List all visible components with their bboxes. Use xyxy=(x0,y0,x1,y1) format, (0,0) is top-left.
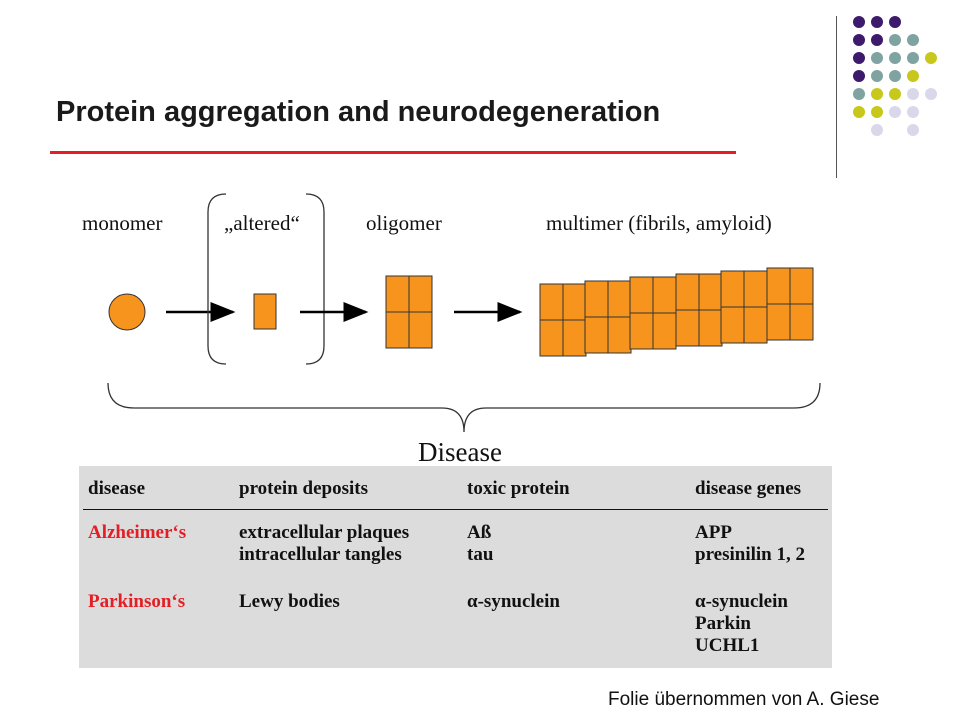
table-cell-disease-parkinsons: Parkinson‘s xyxy=(88,591,186,612)
stage-label-monomer: monomer xyxy=(82,211,163,235)
multimer-block xyxy=(584,316,609,354)
disease-label: Disease xyxy=(418,437,502,467)
multimer-block xyxy=(562,319,587,357)
multimer-block xyxy=(698,273,723,311)
multimer-block xyxy=(607,280,632,318)
table-cell-deposit: extracellular plaques xyxy=(239,522,410,543)
decorative-dot xyxy=(907,124,919,136)
table-cell-gene: APP xyxy=(695,522,732,543)
table-cell-deposit: intracellular tangles xyxy=(239,544,402,565)
decorative-dot xyxy=(853,52,865,64)
table-cell-deposit: Lewy bodies xyxy=(239,591,340,612)
multimer-block xyxy=(789,267,814,305)
decorative-dot xyxy=(889,52,901,64)
monomer-shape xyxy=(108,293,146,331)
multimer-block xyxy=(562,283,587,321)
decorative-dot xyxy=(907,88,919,100)
decorative-dot xyxy=(871,106,883,118)
decorative-dot xyxy=(853,70,865,82)
stage-label-altered: „altered“ xyxy=(224,211,300,235)
decorative-dot xyxy=(889,106,901,118)
altered-bracket-right xyxy=(305,193,325,365)
multimer-block xyxy=(766,267,791,305)
disease-brace xyxy=(107,382,821,433)
multimer-block xyxy=(766,303,791,341)
multimer-block xyxy=(675,273,700,311)
decorative-dot xyxy=(925,88,937,100)
multimer-block xyxy=(607,316,632,354)
table-cell-gene: presinilin 1, 2 xyxy=(695,544,805,565)
decorative-dot xyxy=(907,34,919,46)
table-cell-gene: α-synuclein xyxy=(695,591,788,612)
title-underline xyxy=(50,151,736,154)
decorative-dot xyxy=(853,106,865,118)
multimer-block xyxy=(652,276,677,314)
decorative-divider xyxy=(836,16,837,178)
decorative-dot xyxy=(907,106,919,118)
decorative-dot xyxy=(907,52,919,64)
multimer-block xyxy=(743,306,768,344)
multimer-shape xyxy=(539,267,814,357)
table-cell-disease-alzheimers: Alzheimer‘s xyxy=(88,522,187,543)
multimer-block xyxy=(743,270,768,308)
altered-shape xyxy=(253,293,277,330)
multimer-block xyxy=(539,319,564,357)
slide-credit: Folie übernommen von A. Giese xyxy=(608,689,880,710)
oligomer-shape xyxy=(385,275,433,349)
decorative-dot xyxy=(871,124,883,136)
table-cell-toxic-protein: α-synuclein xyxy=(467,591,560,612)
decorative-dot xyxy=(889,34,901,46)
decorative-dot xyxy=(889,16,901,28)
table-cell-toxic-protein: tau xyxy=(467,544,494,565)
table-header-rule xyxy=(83,509,828,510)
multimer-block xyxy=(539,283,564,321)
multimer-block xyxy=(629,312,654,350)
multimer-block xyxy=(720,306,745,344)
slide-title: Protein aggregation and neurodegeneratio… xyxy=(56,96,661,128)
decorative-dot xyxy=(853,88,865,100)
table-header-disease: disease xyxy=(88,478,145,499)
decorative-dot-grid xyxy=(853,16,937,156)
decorative-dot xyxy=(889,88,901,100)
table-cell-toxic-protein: Aß xyxy=(467,522,492,543)
multimer-block xyxy=(652,312,677,350)
decorative-dot xyxy=(853,34,865,46)
multimer-block xyxy=(720,270,745,308)
decorative-dot xyxy=(853,16,865,28)
decorative-dot xyxy=(871,88,883,100)
decorative-dot xyxy=(871,52,883,64)
table-header-disease-genes: disease genes xyxy=(695,478,802,499)
disease-table xyxy=(79,466,832,668)
multimer-block xyxy=(789,303,814,341)
altered-bracket-left xyxy=(207,193,227,365)
stage-label-oligomer: oligomer xyxy=(366,211,442,235)
decorative-dot xyxy=(925,52,937,64)
decorative-dot xyxy=(907,70,919,82)
table-header-protein-deposits: protein deposits xyxy=(239,478,368,499)
table-cell-gene: Parkin xyxy=(695,613,751,634)
table-cell-gene: UCHL1 xyxy=(695,635,760,656)
table-header-toxic-protein: toxic protein xyxy=(467,478,570,499)
multimer-block xyxy=(675,309,700,347)
multimer-block xyxy=(629,276,654,314)
decorative-dot xyxy=(871,34,883,46)
decorative-dot xyxy=(889,70,901,82)
decorative-dot xyxy=(871,16,883,28)
stage-label-multimer: multimer (fibrils, amyloid) xyxy=(546,211,772,235)
multimer-block xyxy=(584,280,609,318)
multimer-block xyxy=(698,309,723,347)
decorative-dot xyxy=(871,70,883,82)
